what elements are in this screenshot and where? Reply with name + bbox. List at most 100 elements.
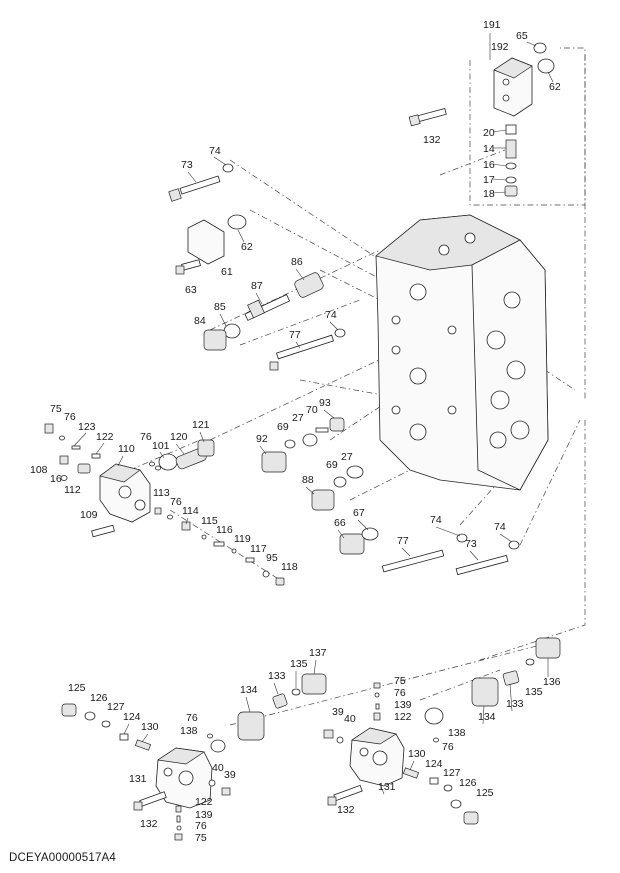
part-label-16: 16: [483, 159, 495, 171]
part-label-16: 16: [50, 473, 62, 485]
part-label-132: 132: [337, 804, 355, 816]
part-label-77: 77: [289, 329, 301, 341]
small-valve-stack: [504, 124, 518, 197]
part-label-14: 14: [483, 143, 495, 155]
part-label-76: 76: [195, 820, 207, 832]
main-valve-body: [375, 214, 549, 491]
part-label-76: 76: [64, 411, 76, 423]
part-label-116: 116: [216, 524, 233, 536]
part-label-73: 73: [181, 159, 193, 171]
part-label-61: 61: [221, 266, 233, 278]
part-label-122: 122: [195, 796, 213, 808]
upper-left-parts: [168, 163, 346, 371]
part-label-125: 125: [68, 682, 86, 694]
part-label-69: 69: [277, 421, 289, 433]
part-label-118: 118: [281, 561, 298, 573]
part-label-113: 113: [153, 487, 170, 499]
part-label-139: 139: [195, 809, 213, 821]
part-label-66: 66: [334, 517, 346, 529]
part-label-86: 86: [291, 256, 303, 268]
part-label-101: 101: [152, 440, 170, 452]
spool-87: [244, 294, 291, 321]
part-label-138: 138: [448, 727, 466, 739]
part-label-20: 20: [483, 127, 495, 139]
part-label-120: 120: [170, 431, 188, 443]
part-label-126: 126: [90, 692, 108, 704]
part-label-123: 123: [78, 421, 96, 433]
part-label-85: 85: [214, 301, 226, 313]
part-label-124: 124: [123, 711, 141, 723]
part-label-135: 135: [525, 686, 543, 698]
part-label-65: 65: [516, 30, 528, 42]
part-label-137: 137: [309, 647, 327, 659]
part-label-73: 73: [465, 538, 477, 550]
part-label-75: 75: [50, 403, 62, 415]
part-label-62: 62: [549, 81, 561, 93]
part-label-131: 131: [378, 781, 396, 793]
part-label-70: 70: [306, 404, 318, 416]
part-label-67: 67: [353, 507, 365, 519]
part-label-95: 95: [266, 552, 278, 564]
part-label-76: 76: [170, 496, 182, 508]
leader-lines: [73, 33, 554, 795]
part-label-75: 75: [394, 675, 406, 687]
part-label-17: 17: [483, 174, 495, 186]
part-label-126: 126: [459, 777, 477, 789]
part-label-136: 136: [543, 676, 561, 688]
part-label-122: 122: [394, 711, 412, 723]
diagram-code: DCEYA00000517A4: [9, 852, 116, 864]
part-label-134: 134: [478, 711, 496, 723]
part-label-134: 134: [240, 684, 258, 696]
part-label-74: 74: [494, 521, 506, 533]
part-label-63: 63: [185, 284, 197, 296]
part-label-40: 40: [212, 762, 224, 774]
part-label-76: 76: [186, 712, 198, 724]
part-label-74: 74: [209, 145, 221, 157]
part-label-74: 74: [430, 514, 442, 526]
bolt-73-top: [168, 175, 221, 202]
part-label-127: 127: [443, 767, 461, 779]
part-label-27: 27: [292, 412, 304, 424]
part-label-115: 115: [201, 515, 218, 527]
part-label-130: 130: [141, 721, 159, 733]
middle-right-parts: [261, 417, 520, 576]
part-label-84: 84: [194, 315, 206, 327]
part-label-87: 87: [251, 280, 263, 292]
part-label-75: 75: [195, 832, 207, 844]
part-label-108: 108: [30, 464, 48, 476]
spring-86: [294, 272, 324, 298]
part-label-138: 138: [180, 725, 198, 737]
part-label-88: 88: [302, 474, 314, 486]
part-label-127: 127: [107, 701, 125, 713]
part-label-39: 39: [224, 769, 236, 781]
part-label-131: 131: [129, 773, 147, 785]
part-label-76: 76: [394, 687, 406, 699]
part-label-39: 39: [332, 706, 344, 718]
part-label-139: 139: [394, 699, 412, 711]
part-label-132: 132: [140, 818, 158, 830]
part-label-40: 40: [344, 713, 356, 725]
part-label-27: 27: [341, 451, 353, 463]
part-label-121: 121: [192, 419, 210, 431]
part-label-124: 124: [425, 758, 443, 770]
part-label-114: 114: [182, 505, 199, 517]
part-label-130: 130: [408, 748, 426, 760]
lower-left-parts: [61, 673, 327, 841]
part-label-76: 76: [442, 741, 454, 753]
part-number-labels: 1911926562132201416171874736261638687858…: [30, 19, 561, 844]
lower-right-parts: [323, 637, 561, 825]
part-label-192: 192: [491, 41, 509, 53]
part-label-18: 18: [483, 188, 495, 200]
part-label-69: 69: [326, 459, 338, 471]
part-label-133: 133: [268, 670, 286, 682]
part-label-135: 135: [290, 658, 308, 670]
part-label-112: 112: [64, 484, 81, 496]
part-label-122: 122: [96, 431, 114, 443]
bolt-132-top: [408, 107, 447, 127]
part-label-117: 117: [250, 543, 267, 555]
bolt-77-top: [269, 334, 335, 371]
part-label-110: 110: [118, 443, 135, 455]
part-label-132: 132: [423, 134, 441, 146]
part-label-74: 74: [325, 309, 337, 321]
